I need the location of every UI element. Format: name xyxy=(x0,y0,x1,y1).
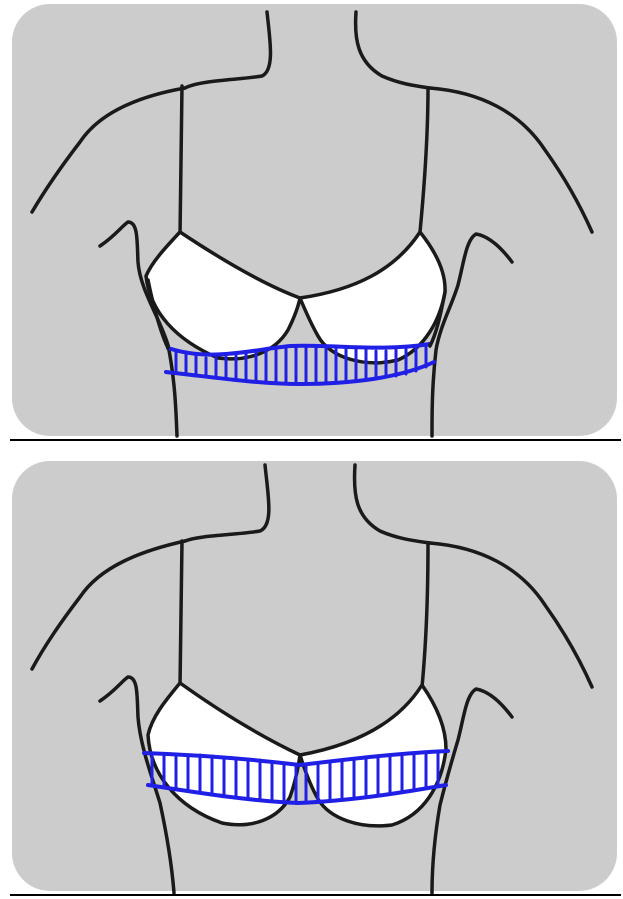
strap-left xyxy=(180,541,182,687)
panel-top xyxy=(0,0,623,445)
background-box xyxy=(12,461,617,891)
illustration-band-low xyxy=(0,0,623,445)
panel-bottom xyxy=(0,455,623,899)
illustration-band-high xyxy=(0,455,623,899)
strap-left xyxy=(180,86,182,236)
